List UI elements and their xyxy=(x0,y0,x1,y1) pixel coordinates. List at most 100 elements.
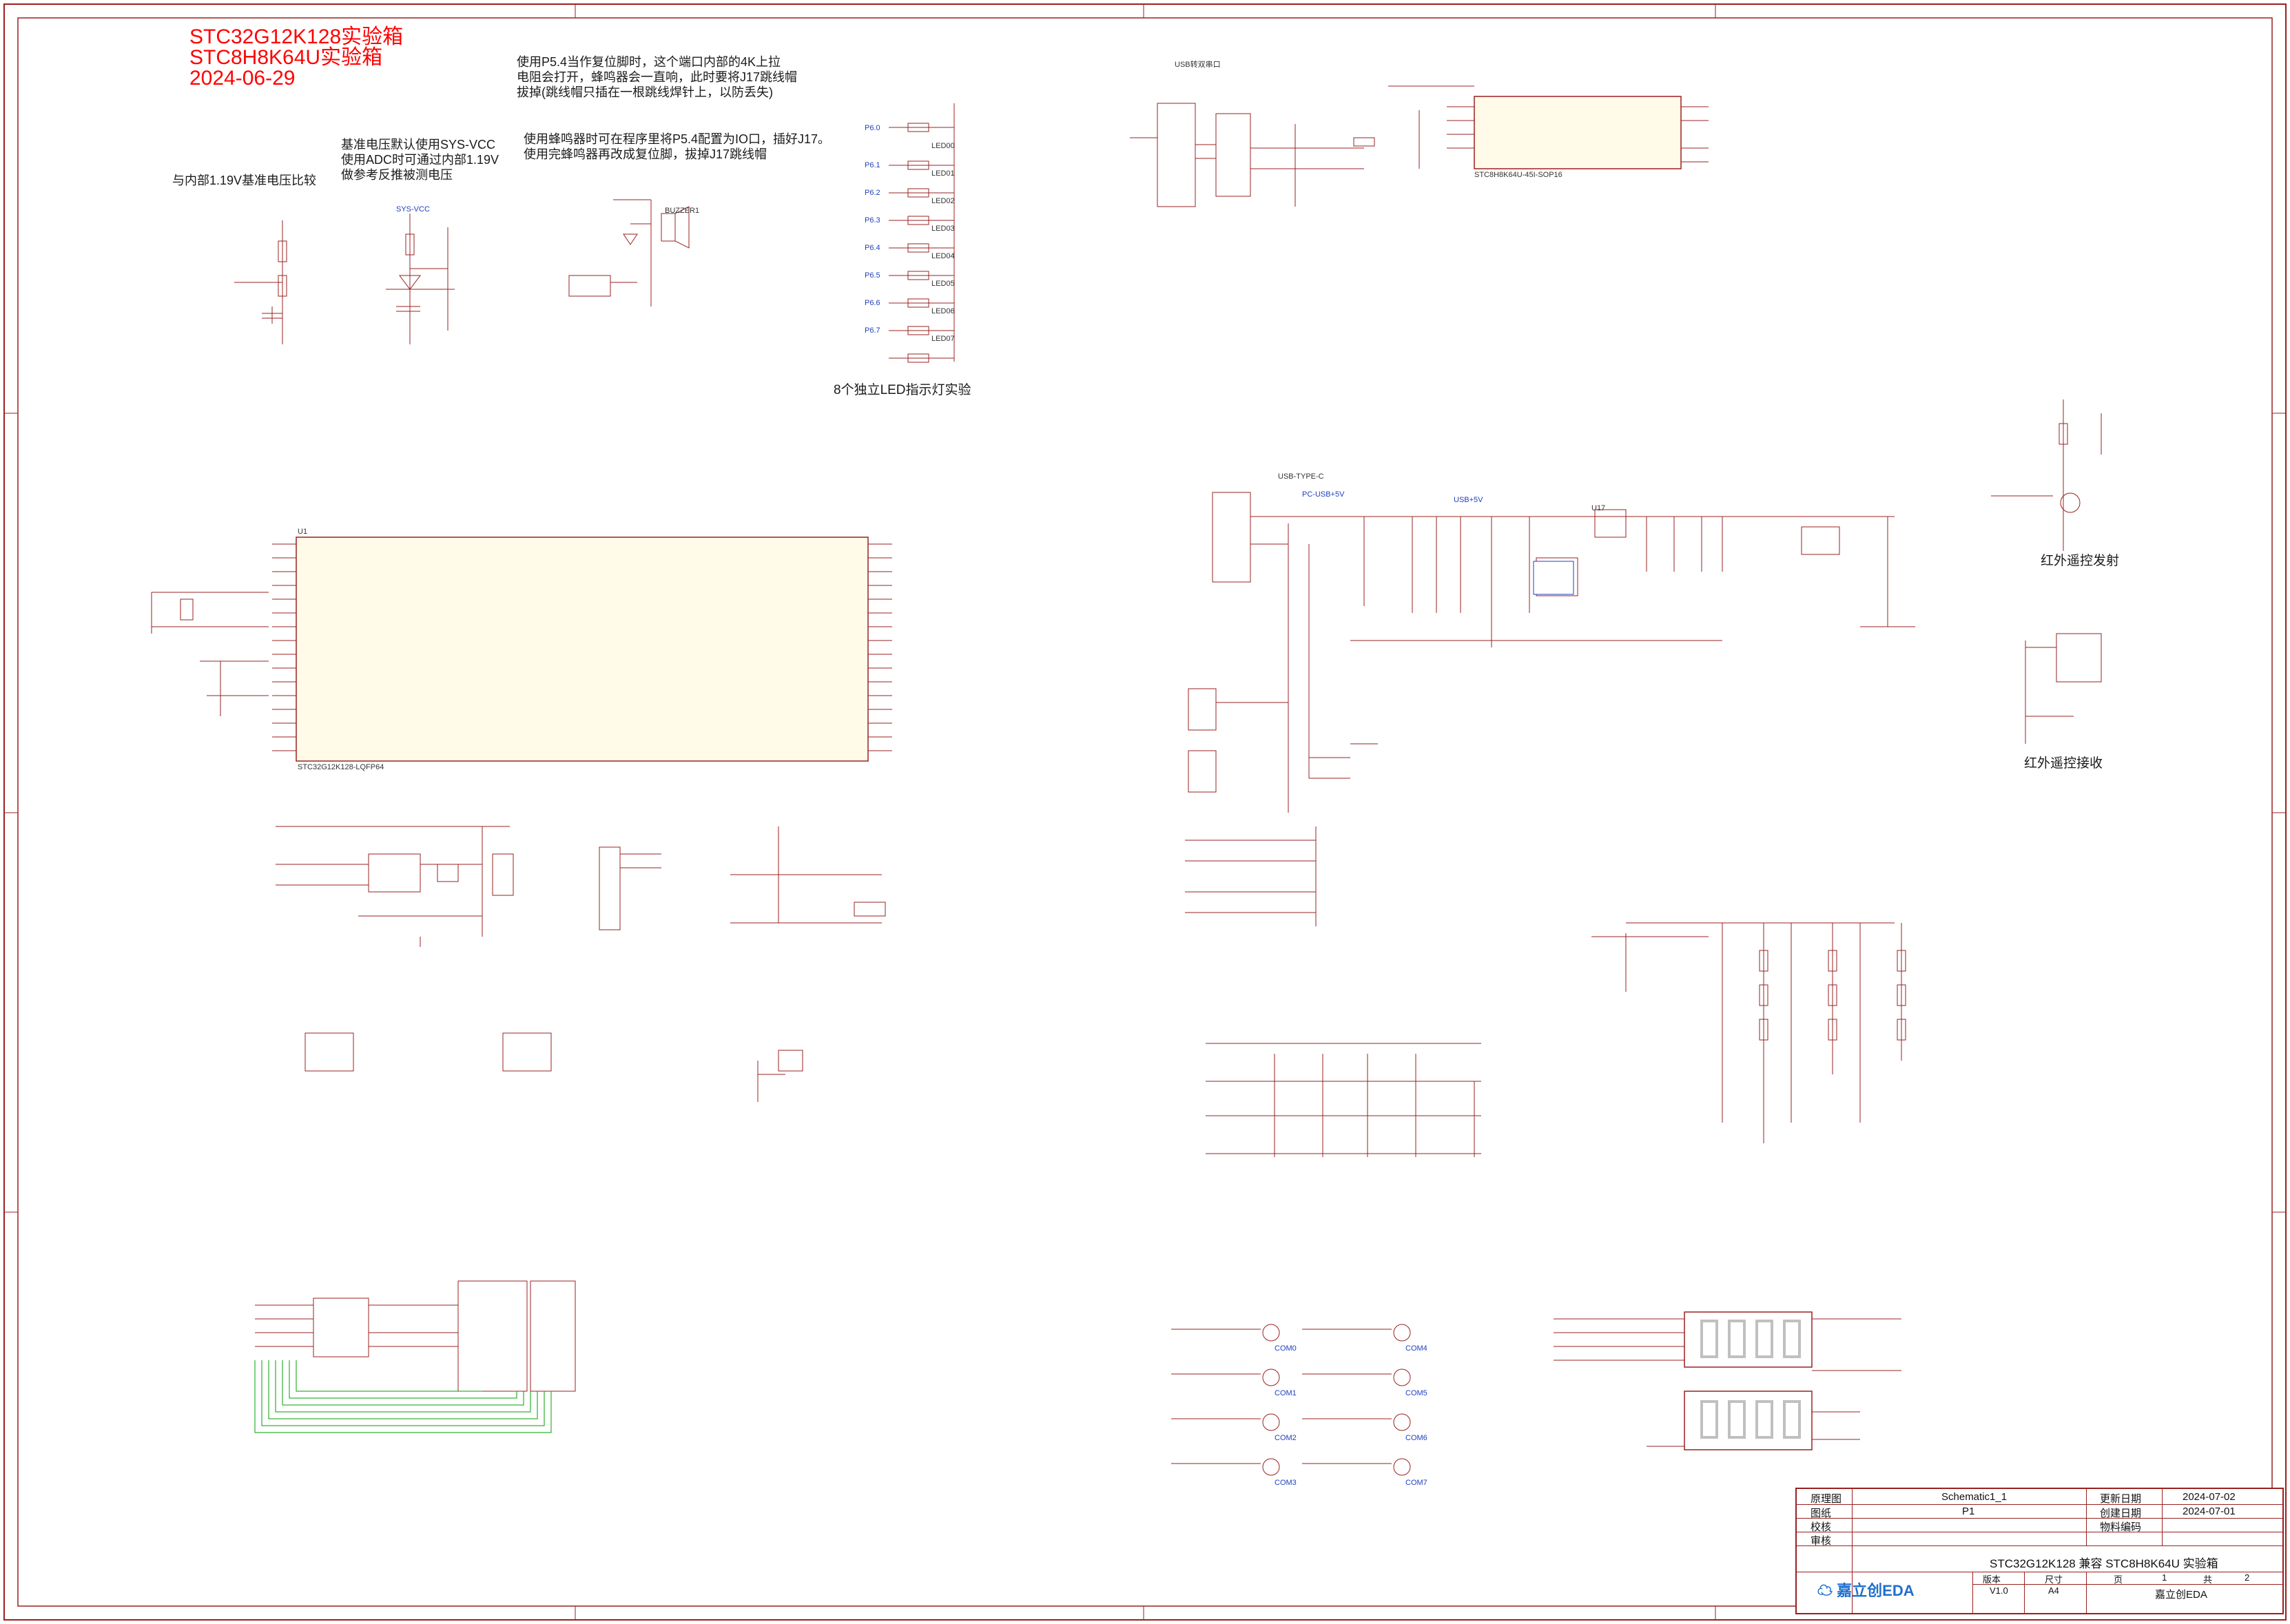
tb-total-label: 共 xyxy=(2203,1574,2213,1585)
led-port-5: P6.5 xyxy=(865,271,880,280)
led-port-7: P6.7 xyxy=(865,326,880,335)
header-connectors xyxy=(599,688,1288,930)
tb-size: A4 xyxy=(2048,1585,2059,1596)
led-name-3: LED03 xyxy=(931,225,955,233)
led-port-4: P6.4 xyxy=(865,244,880,252)
vref-note-1: 基准电压默认使用SYS-VCC xyxy=(341,138,496,152)
com-label-2: COM2 xyxy=(1275,1434,1297,1442)
reset-note-3: 拔掉(跳线帽只插在一根跳线焊针上，以防丢失) xyxy=(517,85,773,99)
u2-part-label: STC8H8K64U-45I-SOP16 xyxy=(1474,171,1562,179)
buzzer-note-1: 使用蜂鸣器时可在程序里将P5.4配置为IO口，插好J17。 xyxy=(524,132,831,146)
ir-rx xyxy=(2025,633,2102,744)
inner-frame xyxy=(17,17,2273,1607)
frame-ticks xyxy=(4,4,2286,1620)
tb-check-label: 校核 xyxy=(1811,1521,1832,1533)
usb5v-label: USB+5V xyxy=(1454,496,1483,504)
com-label-6: COM6 xyxy=(1405,1434,1427,1442)
tb-drawn-label: 原理图 xyxy=(1811,1493,1842,1505)
com-label-1: COM1 xyxy=(1275,1389,1297,1397)
onewire-sensor xyxy=(757,1061,785,1102)
seven-seg-displays xyxy=(1684,1311,1813,1450)
com-label-4: COM4 xyxy=(1405,1344,1427,1353)
com-label-7: COM7 xyxy=(1405,1479,1427,1487)
tb-logo-text: 嘉立创EDA xyxy=(1837,1582,1915,1599)
ir-tx-caption: 红外遥控发射 xyxy=(2041,554,2120,568)
charge-circuit xyxy=(276,826,514,947)
tb-review-label: 审核 xyxy=(1811,1535,1832,1547)
com-drivers xyxy=(1171,1324,1411,1476)
outer-frame xyxy=(3,3,2287,1621)
tb-logo: ☁ 嘉立创EDA xyxy=(1817,1579,1915,1601)
usb1-label: USB转双串口 xyxy=(1175,61,1221,69)
com-label-3: COM3 xyxy=(1275,1479,1297,1487)
comparator-divider xyxy=(234,220,287,344)
usb-power-section xyxy=(1212,492,1915,813)
sram-section xyxy=(255,1280,576,1392)
led-name-2: LED02 xyxy=(931,197,955,205)
tb-material-label: 物料编码 xyxy=(2100,1521,2142,1533)
led-port-2: P6.2 xyxy=(865,189,880,197)
tb-version-label: 版本 xyxy=(1983,1574,2001,1585)
led-port-3: P6.3 xyxy=(865,216,880,225)
led-name-7: LED07 xyxy=(931,335,955,343)
cloud-icon: ☁ xyxy=(1817,1582,1833,1599)
tb-update-date: 2024-07-02 xyxy=(2183,1491,2236,1503)
tb-total: 2 xyxy=(2245,1572,2250,1583)
vref-circuit xyxy=(386,214,455,344)
led-port-6: P6.6 xyxy=(865,299,880,307)
reset-note-1: 使用P5.4当作复位脚时，这个端口内部的4K上拉 xyxy=(517,55,781,69)
power-switch xyxy=(1533,561,1574,595)
crystal-circuit xyxy=(151,592,269,716)
led-port-1: P6.1 xyxy=(865,161,880,169)
sram-bus xyxy=(254,1360,552,1433)
eeprom-u4 xyxy=(502,1032,552,1072)
led-name-0: LED00 xyxy=(931,142,955,150)
seven-seg-wiring xyxy=(1554,1318,1901,1447)
usb-dual-serial xyxy=(1130,103,1420,207)
uart-section xyxy=(730,826,886,924)
pc-usb-label: PC-USB+5V xyxy=(1302,490,1345,499)
sensor-u1 xyxy=(778,1050,803,1072)
sysvcc-label-vref: SYS-VCC xyxy=(396,205,430,214)
tb-designer-label: 图纸 xyxy=(1811,1508,1832,1519)
tb-create-date: 2024-07-01 xyxy=(2183,1506,2236,1517)
led-name-4: LED04 xyxy=(931,252,955,260)
usb2-label: USB-TYPE-C xyxy=(1278,472,1324,481)
mcu-u2 xyxy=(1474,96,1682,169)
u1-part-label: STC32G12K128-LQFP64 xyxy=(298,763,384,771)
u17-label: U17 xyxy=(1591,504,1606,512)
led-port-0: P6.0 xyxy=(865,124,880,132)
vref-note-3: 做参考反推被测电压 xyxy=(341,168,453,182)
led-name-1: LED01 xyxy=(931,169,955,178)
tb-page: P1 xyxy=(1962,1506,1975,1517)
tb-page-label: 页 xyxy=(2114,1574,2123,1585)
u1-pin-lines xyxy=(272,543,892,751)
compare-note: 与内部1.19V基准电压比较 xyxy=(172,174,317,187)
buzzer-note-2: 使用完蜂鸣器再改成复位脚，拔掉J17跳线帽 xyxy=(524,147,767,161)
u2-pins xyxy=(1388,85,1709,163)
led-name-6: LED06 xyxy=(931,307,955,315)
tb-page-no: 1 xyxy=(2162,1572,2167,1583)
tb-version: V1.0 xyxy=(1990,1585,2008,1596)
ir-tx xyxy=(1991,399,2102,551)
tb-create-label: 创建日期 xyxy=(2100,1508,2142,1519)
mcu-u1 xyxy=(296,537,869,762)
tb-board-name: STC32G12K128 兼容 STC8H8K64U 实验箱 xyxy=(1990,1557,2218,1570)
key-section xyxy=(1185,826,1481,1157)
buzzer-circuit xyxy=(568,199,690,306)
header-line-2: STC8H8K64U实验箱 xyxy=(189,46,383,69)
header-line-1: STC32G12K128实验箱 xyxy=(189,25,404,48)
ir-rx-caption: 红外遥控接收 xyxy=(2024,756,2103,771)
led-caption: 8个独立LED指示灯实验 xyxy=(834,383,971,397)
title-block: 原理图 图纸 校核 审核 Schematic1_1 P1 更新日期 2024-0… xyxy=(1795,1488,2284,1614)
com-label-5: COM5 xyxy=(1405,1389,1427,1397)
tb-company: 嘉立创EDA xyxy=(2155,1589,2207,1601)
spi-flash-u11 xyxy=(305,1032,354,1072)
tb-update-label: 更新日期 xyxy=(2100,1493,2142,1505)
tb-schematic: Schematic1_1 xyxy=(1941,1491,2008,1503)
u1-label: U1 xyxy=(298,528,308,536)
vref-note-2: 使用ADC时可通过内部1.19V xyxy=(341,153,499,167)
buzzer-label: BUZZER1 xyxy=(665,207,700,215)
